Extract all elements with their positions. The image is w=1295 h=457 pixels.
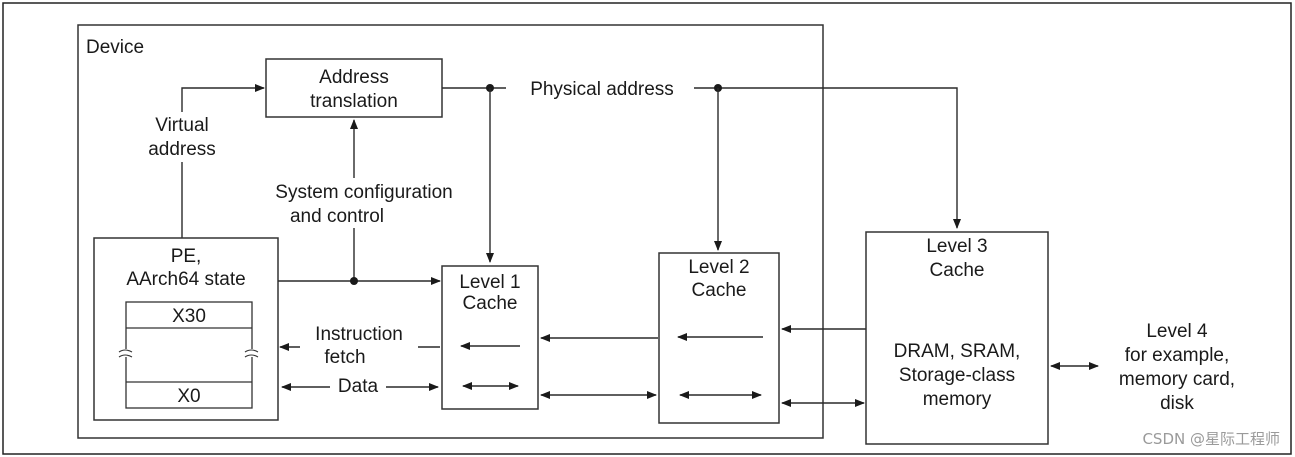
virtual-address-line2: address (148, 139, 216, 160)
instruction-fetch-label-bg (300, 320, 418, 368)
register-x0: X0 (177, 386, 200, 407)
level4-line1: Level 4 (1146, 321, 1208, 342)
level3-mem-line3: memory (923, 389, 992, 410)
break-mark-right-bg (246, 349, 258, 357)
level3-mem-line1: DRAM, SRAM, (894, 341, 1021, 362)
instruction-fetch-line2: fetch (324, 347, 365, 368)
watermark: CSDN @星际工程师 (1142, 430, 1280, 448)
break-mark-left (118, 349, 133, 358)
level3-mem-line2: Storage-class (899, 365, 1015, 386)
virtual-address-line1: Virtual (155, 115, 209, 136)
address-translation-box (265, 58, 443, 118)
level2-line2: Cache (692, 280, 747, 301)
break-mark-right (244, 349, 259, 358)
junction-dot-sysconfig (350, 277, 358, 285)
address-translation-line1: Address (319, 67, 389, 88)
level4-line2: for example, (1125, 345, 1230, 366)
level1-line2: Cache (463, 293, 518, 314)
level2-line1: Level 2 (688, 257, 749, 278)
level2-cache-box (658, 252, 780, 424)
break-mark-left-bg (120, 349, 132, 357)
virtual-address-label-bg (140, 112, 232, 162)
level1-line1: Level 1 (459, 272, 520, 293)
system-config-line2: and control (290, 206, 384, 227)
level3-cache-box (865, 231, 1049, 445)
level4-line3: memory card, (1119, 369, 1235, 390)
register-x30: X30 (172, 306, 206, 327)
level4-line4: disk (1160, 393, 1194, 414)
level3-line1: Level 3 (926, 236, 987, 257)
system-config-line1: System configuration (275, 182, 452, 203)
instruction-fetch-line1: Instruction (315, 324, 403, 345)
virtual-address-arrow (181, 84, 265, 238)
data-label-bg (330, 374, 386, 396)
pe-line1: PE, (171, 246, 202, 267)
pe-line2: AArch64 state (126, 269, 245, 290)
data-label: Data (338, 376, 379, 397)
system-config-label-bg (250, 178, 478, 228)
address-translation-line2: translation (310, 91, 398, 112)
device-box (77, 24, 824, 439)
physical-address-line-b (694, 87, 961, 229)
device-label: Device (86, 37, 144, 58)
physical-address-label: Physical address (530, 79, 674, 100)
level3-line2: Cache (930, 260, 985, 281)
